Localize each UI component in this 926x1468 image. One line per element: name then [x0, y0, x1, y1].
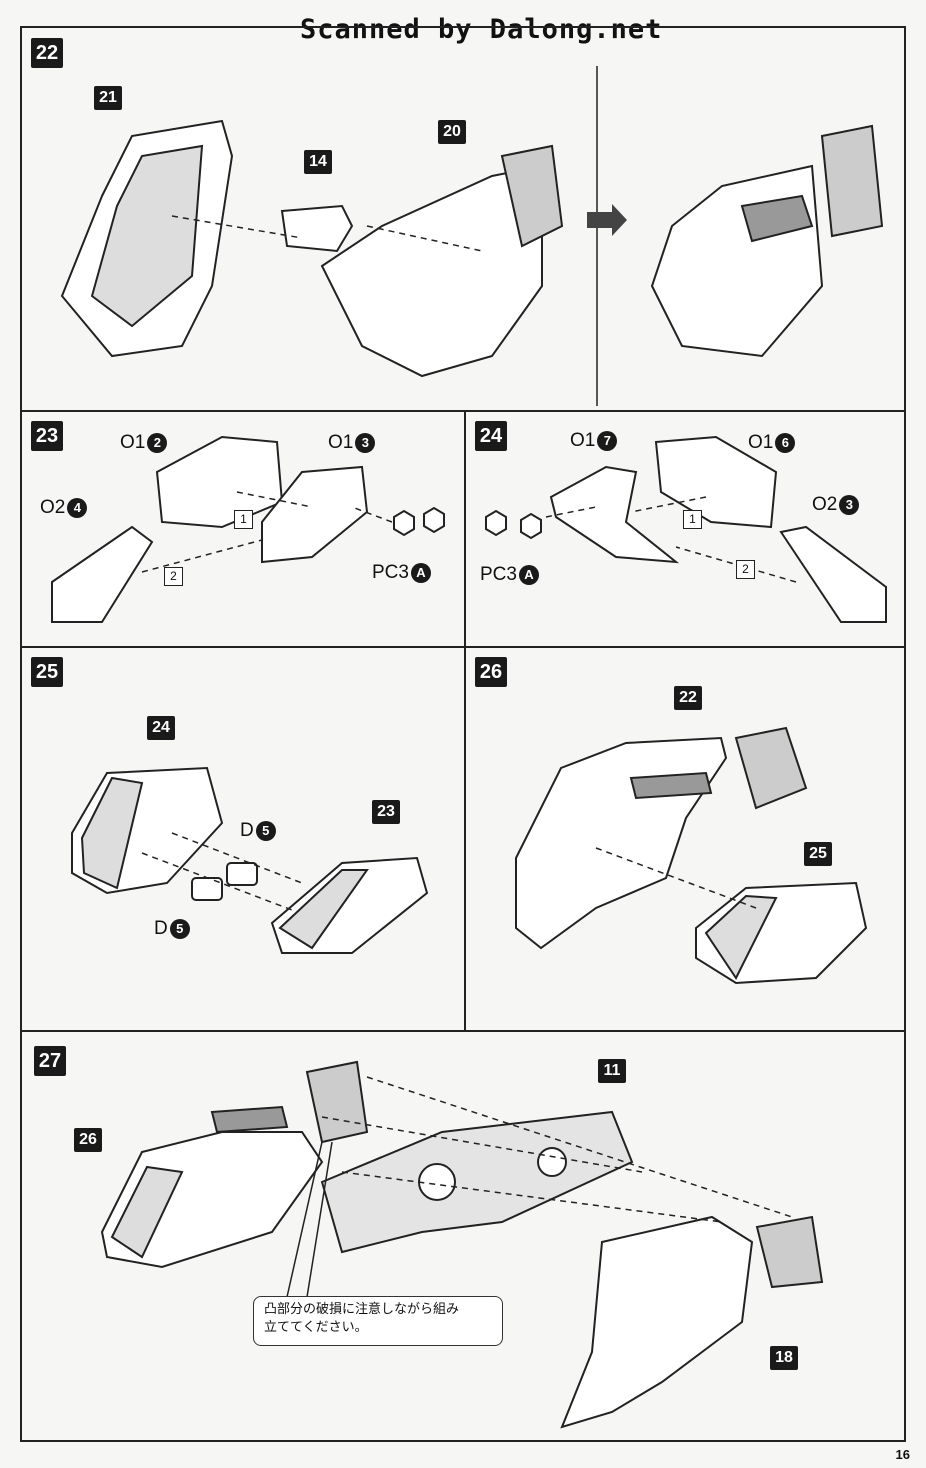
step-number: 26 [475, 657, 507, 687]
step-number: 24 [475, 421, 507, 451]
step-23-illustration [51, 435, 445, 623]
step-number: 25 [31, 657, 63, 687]
part-tag-26: 26 [74, 1128, 102, 1152]
step-24-illustration [485, 435, 887, 623]
note-line-2: 立ててください。 [264, 1320, 368, 1335]
step-22-illustration [60, 66, 884, 406]
step-25-illustration [71, 766, 429, 954]
step-26-illustration [515, 726, 868, 985]
order-mark: 2 [736, 560, 755, 579]
page-number: 16 [895, 1447, 910, 1462]
order-mark: 2 [164, 567, 183, 586]
scan-watermark: Scanned by Dalong.net [300, 14, 663, 45]
step-27-panel: 27 26 11 18 [20, 1030, 906, 1442]
part-tag-23: 23 [372, 800, 400, 824]
step-22-panel: 22 21 14 20 [20, 26, 906, 412]
assembly-caution-note: 凸部分の破損に注意しながら組み 立ててください。 [253, 1296, 503, 1346]
part-tag-20: 20 [438, 120, 466, 144]
part-tag-21: 21 [94, 86, 122, 110]
step-number: 23 [31, 421, 63, 451]
part-tag-11: 11 [598, 1059, 626, 1083]
order-mark: 1 [683, 510, 702, 529]
part-tag-18: 18 [770, 1346, 798, 1370]
step-27-illustration [100, 1060, 824, 1429]
part-tag-25: 25 [804, 842, 832, 866]
part-tag-22: 22 [674, 686, 702, 710]
step-number: 22 [31, 38, 63, 68]
part-tag-24: 24 [147, 716, 175, 740]
note-line-1: 凸部分の破損に注意しながら組み [264, 1302, 460, 1317]
step-number: 27 [34, 1046, 66, 1076]
part-tag-14: 14 [304, 150, 332, 174]
order-mark: 1 [234, 510, 253, 529]
step-26-panel: 26 22 25 [464, 646, 906, 1032]
